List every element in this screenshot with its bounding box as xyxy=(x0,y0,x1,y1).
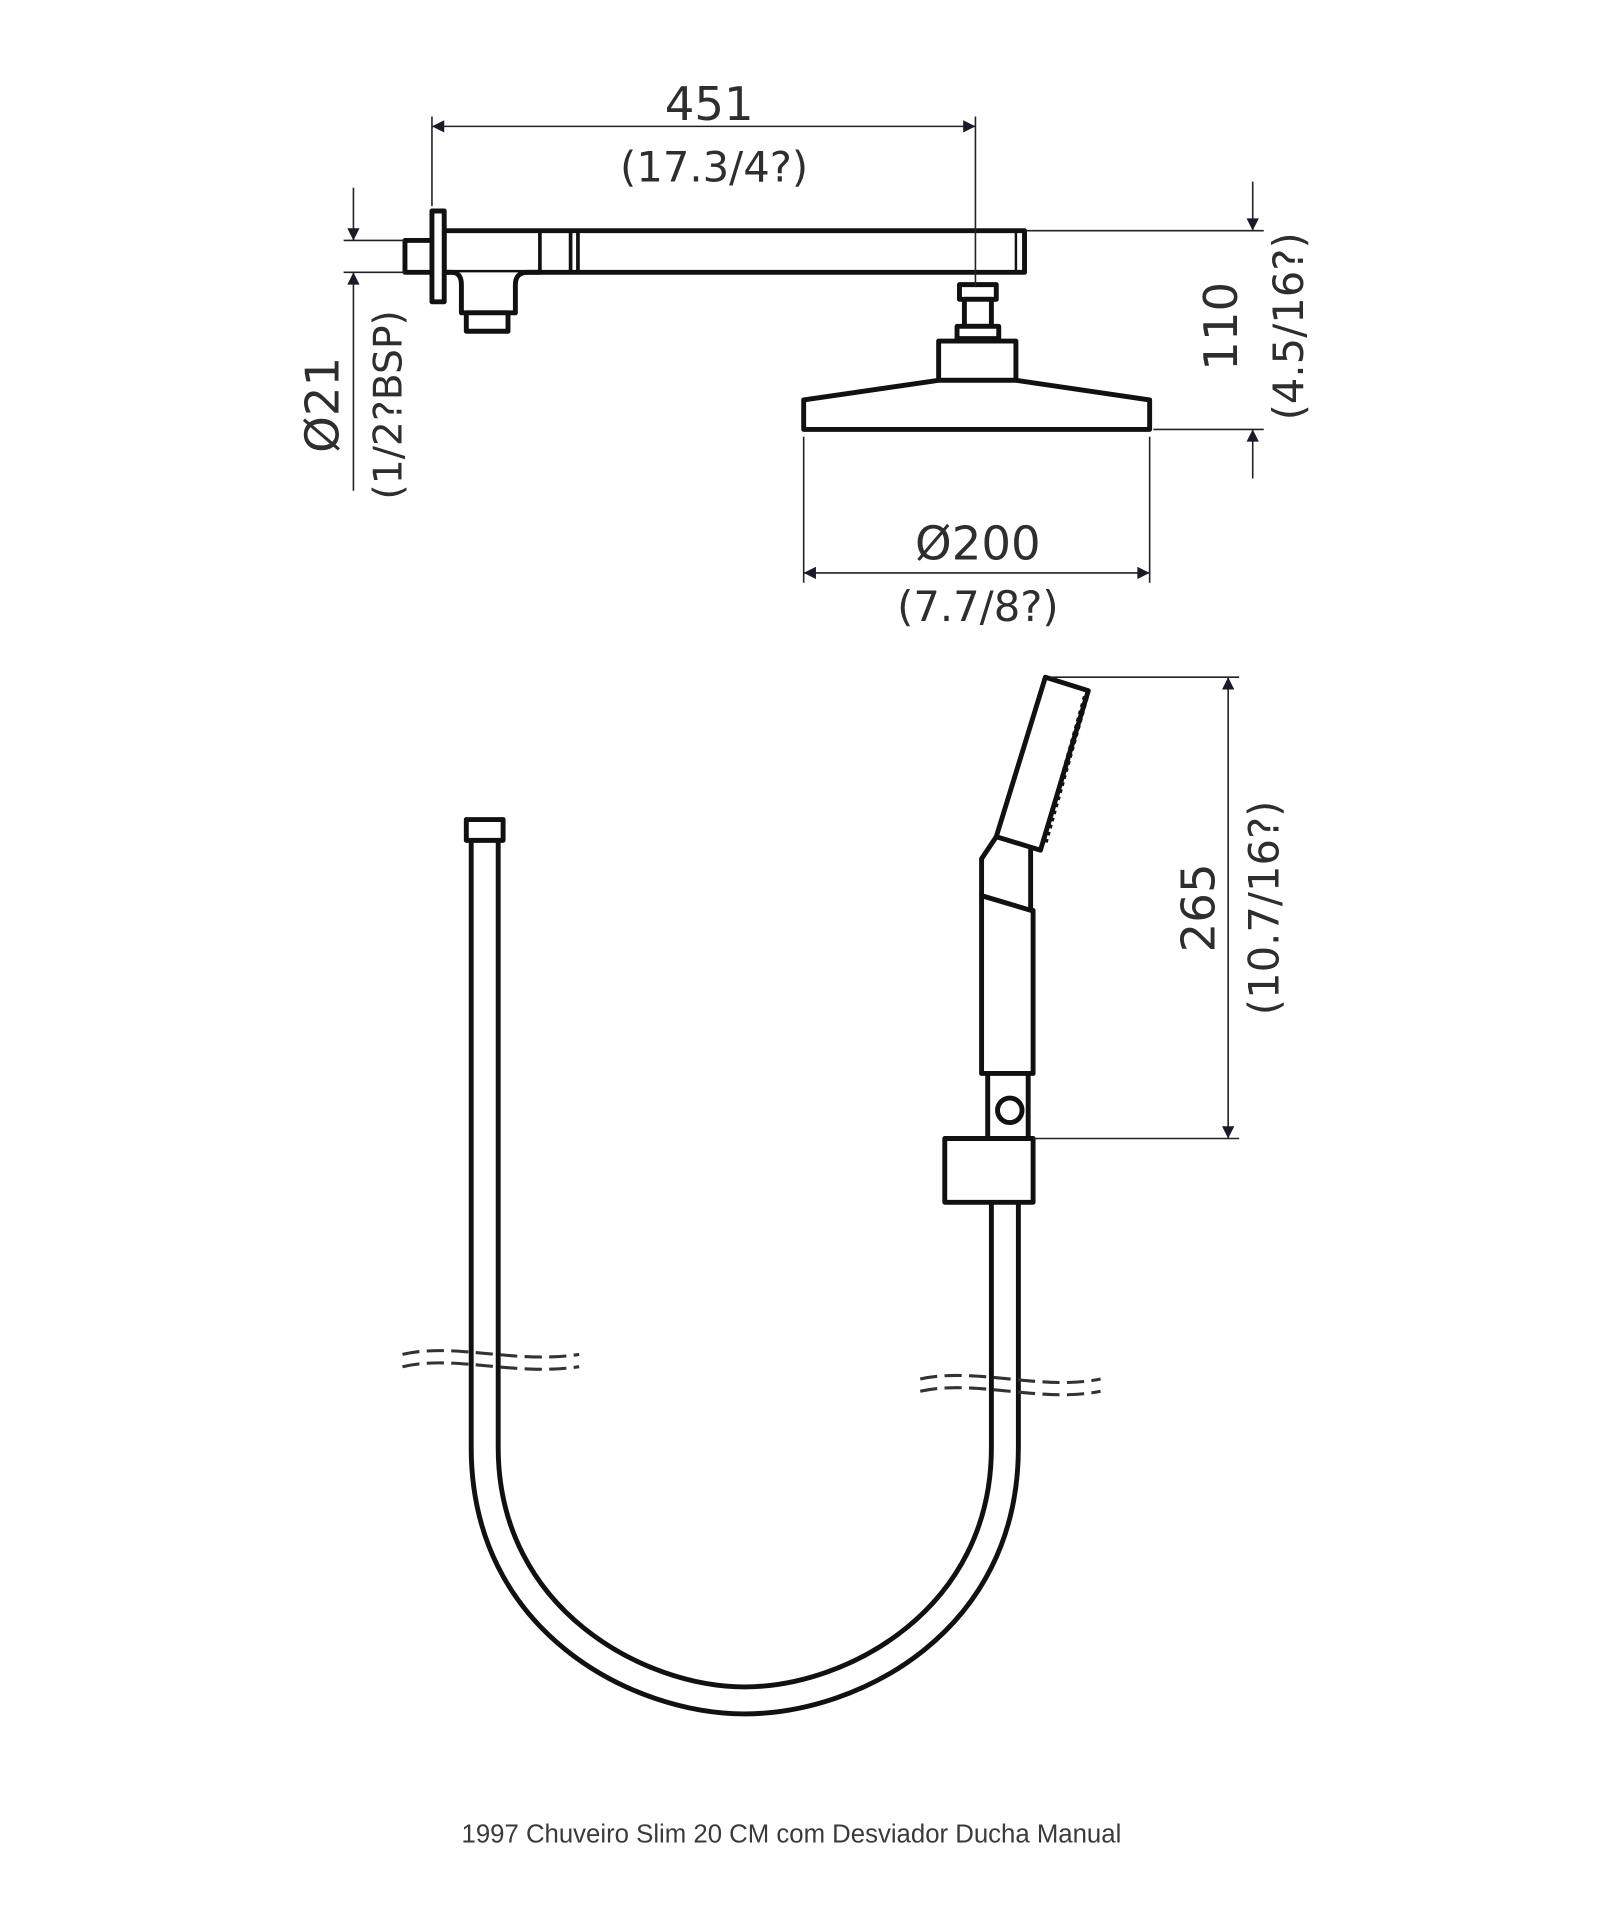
hand-shower-height-value: 265 xyxy=(1172,863,1226,952)
diverter-body xyxy=(444,269,540,316)
flexible-hose xyxy=(463,817,1021,1717)
drawing-caption: 1997 Chuveiro Slim 20 CM com Desviador D… xyxy=(462,1821,1122,1849)
handle xyxy=(979,893,1036,1076)
shower-head xyxy=(801,282,1153,432)
wall-holder xyxy=(942,1136,1036,1205)
head-drop-value: 110 xyxy=(1194,282,1248,371)
shower-arm xyxy=(402,208,1027,334)
hand-shower xyxy=(942,674,1091,1205)
spray-head xyxy=(993,674,1091,853)
break-marks xyxy=(402,1349,1101,1397)
arm-pipe xyxy=(441,228,1027,275)
head-drop-inches: (4.5/16?) xyxy=(1264,232,1313,420)
dimension-inlet: Ø21 (1/2?BSP) xyxy=(296,187,411,500)
hose-connector xyxy=(463,817,506,843)
arm-length-inches: (17.3/4?) xyxy=(620,143,808,192)
diverter-outlet xyxy=(463,310,511,334)
dimension-hand-shower: 265 (10.7/16?) xyxy=(1033,676,1288,1140)
inlet-thread: (1/2?BSP) xyxy=(366,310,411,499)
hand-shower-height-inches: (10.7/16?) xyxy=(1239,801,1288,1016)
dimension-arm-length: 451 (17.3/4?) xyxy=(431,77,977,288)
dimension-head-diameter: Ø200 (7.7/8?) xyxy=(802,436,1151,631)
handle-neck xyxy=(979,834,1034,913)
wall-flange xyxy=(429,208,447,305)
head-plate xyxy=(801,377,1153,432)
dimension-head-drop: 110 (4.5/16?) xyxy=(1024,181,1313,479)
inlet-diameter-value: Ø21 xyxy=(296,357,350,453)
inlet-nipple xyxy=(402,238,435,275)
arm-length-value: 451 xyxy=(665,77,754,131)
head-nut xyxy=(936,338,1019,383)
head-diameter-inches: (7.7/8?) xyxy=(897,582,1059,631)
head-diameter-value: Ø200 xyxy=(915,516,1041,570)
holder-knob xyxy=(995,1095,1025,1126)
